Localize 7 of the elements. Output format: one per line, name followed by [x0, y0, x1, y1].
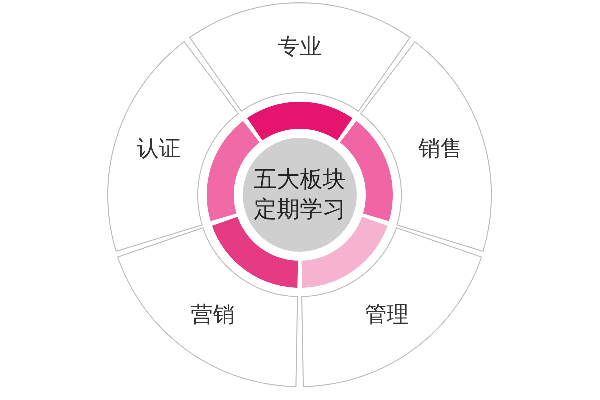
segment-label: 认证 — [137, 136, 182, 164]
segment-label: 管理 — [364, 302, 409, 330]
center-circle — [243, 138, 357, 252]
segment-label: 营销 — [191, 302, 235, 330]
segment-label: 销售 — [418, 136, 463, 164]
center-title: 五大板块定期学习 — [252, 166, 347, 225]
segment-label: 专业 — [278, 34, 322, 62]
